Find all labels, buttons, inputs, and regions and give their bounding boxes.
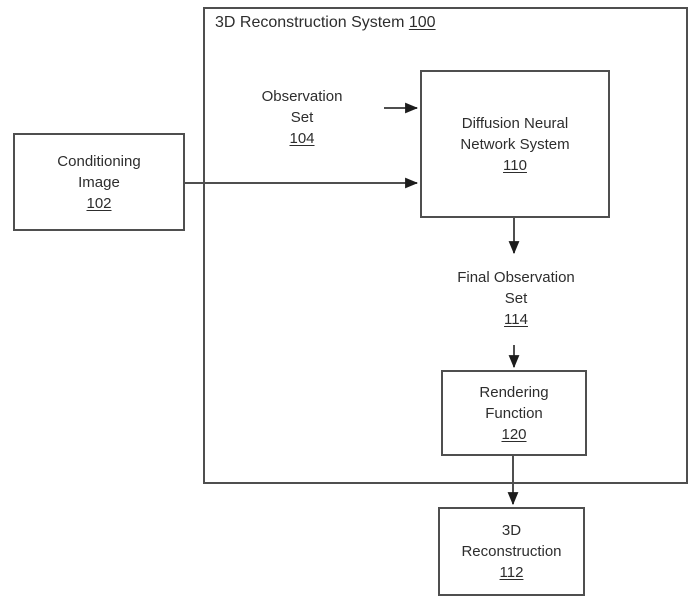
box-text-line: Rendering xyxy=(479,383,549,401)
diagram-title-text: 3D Reconstruction System xyxy=(215,14,405,31)
ref-number: 110 xyxy=(503,156,527,174)
conditioning-image-box: Conditioning Image 102 xyxy=(13,133,185,231)
label-text-line: Final Observation xyxy=(457,269,575,286)
label-text-line: Set xyxy=(504,290,528,307)
final-observation-set-label: Final Observation Set 114 xyxy=(431,267,601,330)
box-text-line: Reconstruction xyxy=(461,543,562,560)
ref-number: 114 xyxy=(504,311,528,328)
diffusion-neural-network-system-box: Diffusion Neural Network System 110 xyxy=(420,70,610,218)
box-text-line: Conditioning xyxy=(57,152,141,170)
observation-set-label: Observation Set 104 xyxy=(240,86,364,149)
ref-number: 104 xyxy=(289,130,315,147)
diagram-title: 3D Reconstruction System 100 xyxy=(215,14,436,32)
box-text-line: Function xyxy=(485,404,543,422)
box-text-line: 3D xyxy=(501,522,522,539)
rendering-function-box: Rendering Function 120 xyxy=(441,370,587,456)
box-text-line: Diffusion Neural xyxy=(461,114,569,132)
label-text-line: Set xyxy=(290,109,314,126)
ref-number: 102 xyxy=(86,194,112,212)
system-boundary-box: 3D Reconstruction System 100 xyxy=(203,7,688,484)
box-text-line: Network System xyxy=(460,135,570,153)
diagram-title-ref: 100 xyxy=(408,14,436,31)
ref-number: 112 xyxy=(499,564,524,581)
ref-number: 120 xyxy=(501,425,527,443)
box-text-line: Image xyxy=(78,173,120,191)
3d-reconstruction-box: 3D Reconstruction 112 xyxy=(438,507,585,596)
label-text-line: Observation xyxy=(261,88,343,105)
